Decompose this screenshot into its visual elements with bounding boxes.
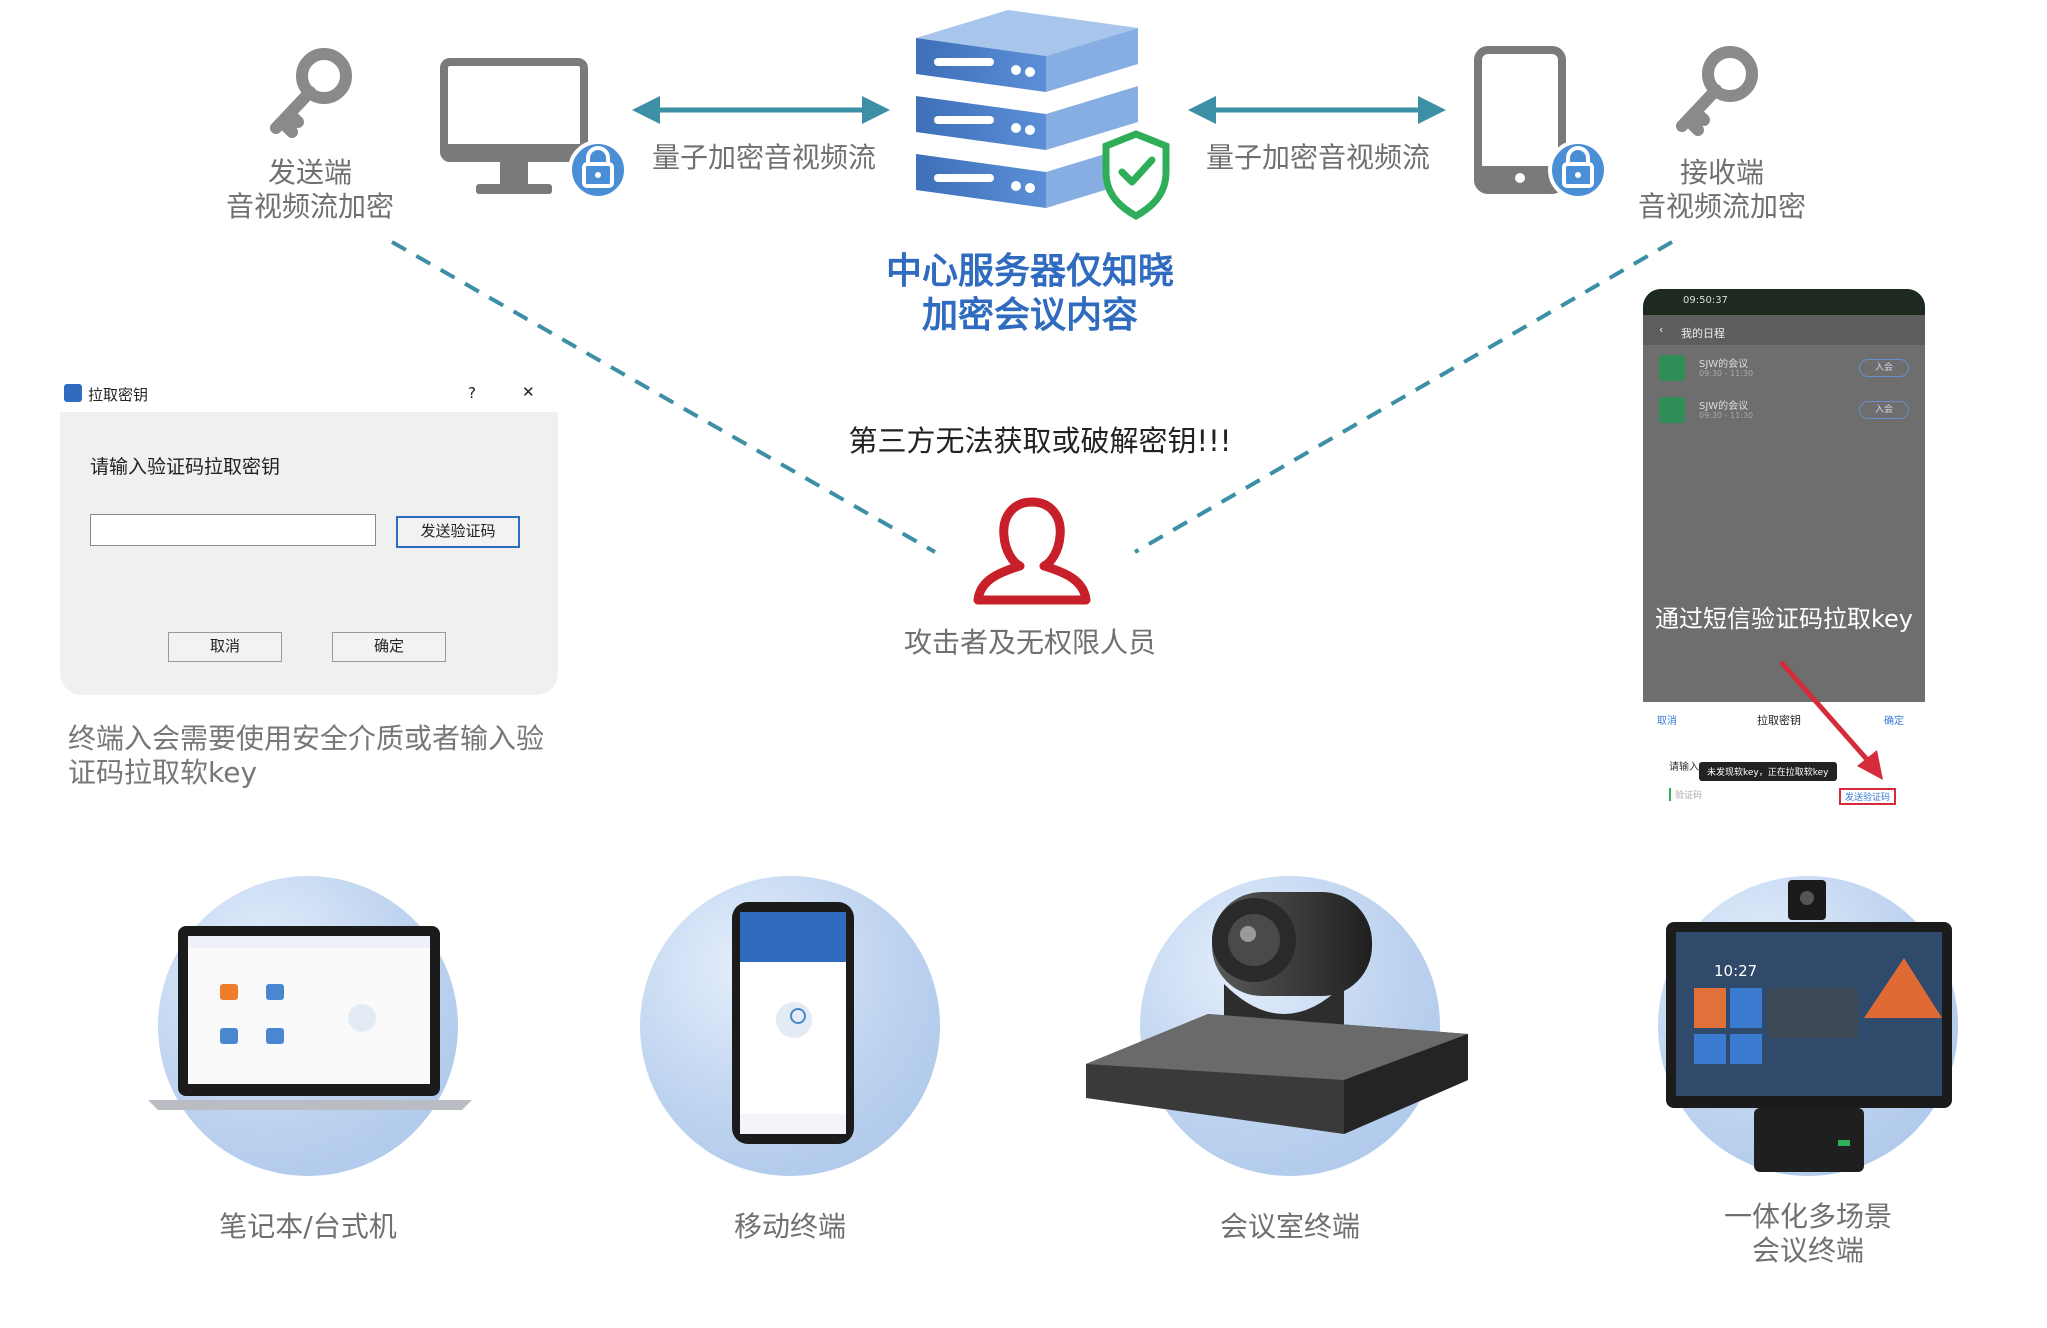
device-label-laptop: 笔记本/台式机	[219, 1210, 397, 1243]
phone-screenshot: 09:50:37 ‹ 我的日程 SJW的会议 09:30 - 11:30 入会 …	[1643, 289, 1925, 702]
app-logo-icon	[64, 384, 82, 402]
flow-label-left: 量子加密音视频流	[652, 141, 877, 174]
receiver-label: 接收端音视频流加密	[1637, 156, 1806, 223]
flow-label-right: 量子加密音视频流	[1206, 141, 1431, 174]
double-arrow-left	[632, 96, 890, 124]
ok-button[interactable]: 确定	[332, 632, 446, 662]
phone-icon	[1474, 46, 1608, 200]
double-arrow-right	[1188, 96, 1446, 124]
key-dialog: 请输入验证码拉取密钥 发送验证码 取消 确定	[60, 412, 558, 695]
code-input[interactable]	[90, 514, 376, 546]
meeting-item[interactable]: SJW的会议 09:30 - 11:30 入会	[1643, 391, 1925, 431]
sheet-title: 拉取密钥	[1757, 714, 1801, 727]
attacker-label: 攻击者及无权限人员	[903, 626, 1156, 659]
code-field[interactable]: 验证码	[1669, 788, 1702, 801]
cancel-button[interactable]: 取消	[168, 632, 282, 662]
phone-time: 09:50:37	[1683, 295, 1728, 306]
key-icon-receiver	[1676, 46, 1758, 136]
send-code-button[interactable]: 发送验证码	[396, 516, 520, 548]
sheet-cancel[interactable]: 取消	[1657, 716, 1677, 727]
device-label-allinone: 一体化多场景会议终端	[1723, 1200, 1892, 1267]
device-label-mobile: 移动终端	[733, 1210, 846, 1243]
meeting-item[interactable]: SJW的会议 09:30 - 11:30 入会	[1643, 349, 1925, 389]
screen-clock: 10:27	[1714, 962, 1758, 980]
dialog-titlebar: 拉取密钥 ? ✕	[60, 378, 558, 412]
security-warning: 第三方无法获取或破解密钥!!!	[848, 424, 1232, 458]
all-in-one-terminal-icon	[1666, 880, 1952, 1172]
monitor-icon	[440, 58, 628, 200]
send-code-link[interactable]: 发送验证码	[1839, 788, 1897, 805]
dialog-prompt: 请输入验证码拉取密钥	[90, 456, 281, 478]
close-icon[interactable]: ✕	[522, 383, 535, 401]
back-icon[interactable]: ‹	[1659, 323, 1664, 336]
sheet-prompt: 请输入	[1669, 762, 1699, 773]
phone-overlay-caption: 通过短信验证码拉取key	[1654, 605, 1913, 633]
server-icon	[916, 10, 1170, 221]
device-label-room: 会议室终端	[1219, 1210, 1360, 1243]
sheet-ok[interactable]: 确定	[1884, 716, 1904, 727]
attacker-icon	[973, 497, 1091, 605]
attack-paths	[391, 240, 1673, 554]
key-icon-sender	[270, 48, 352, 138]
help-icon[interactable]: ?	[468, 384, 476, 402]
toast-message: 未发现软key，正在拉取软key	[1699, 762, 1837, 781]
join-button[interactable]: 入会	[1859, 401, 1909, 419]
smartphone-icon	[732, 902, 854, 1144]
phone-header: 我的日程	[1681, 327, 1725, 340]
sender-label: 发送端音视频流加密	[225, 156, 394, 223]
server-caption: 中心服务器仅知晓加密会议内容	[885, 251, 1174, 336]
join-button[interactable]: 入会	[1859, 359, 1909, 377]
pointer-arrow	[1779, 660, 1883, 780]
dialog-note: 终端入会需要使用安全介质或者输入验证码拉取软key	[68, 722, 545, 789]
conference-camera-icon	[1086, 892, 1468, 1134]
laptop-icon	[148, 926, 472, 1110]
dialog-title: 拉取密钥	[88, 386, 149, 404]
